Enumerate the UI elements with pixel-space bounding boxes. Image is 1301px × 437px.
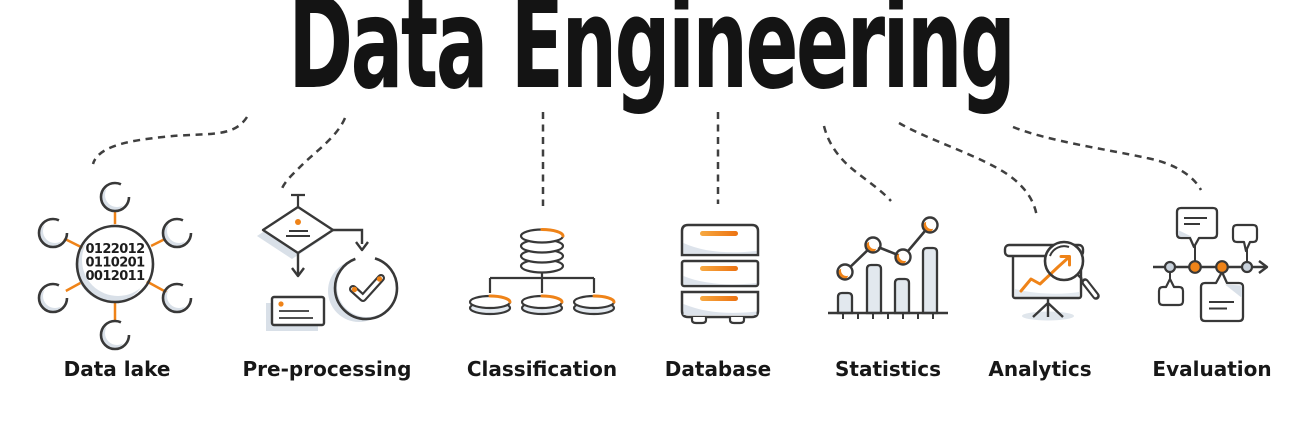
- presentation-magnifier-icon: [1003, 240, 1100, 321]
- connector-lines: [91, 112, 1203, 219]
- flowchart-check-icon: [257, 193, 399, 331]
- orange-dot: [278, 301, 284, 307]
- leaf-disks: [468, 294, 616, 316]
- trend-arrow: [1019, 256, 1070, 293]
- binary-text-line2: 0110201: [85, 256, 145, 271]
- timeline-comments-icon: [1153, 206, 1269, 323]
- label-statistics: Statistics: [835, 357, 941, 381]
- satellite-nodes: [37, 181, 193, 351]
- label-pre-processing: Pre-processing: [242, 357, 412, 381]
- label-database: Database: [664, 357, 772, 381]
- check-icon: [328, 255, 399, 322]
- binary-text-line1: 0122012: [85, 242, 144, 257]
- server-stack-icon: [680, 223, 760, 325]
- magnifier-icon: [1043, 240, 1085, 282]
- page-title: Data Engineering: [287, 0, 1016, 117]
- database-tree-icon: [468, 228, 616, 316]
- comment-bubbles: [1157, 206, 1259, 323]
- label-classification: Classification: [466, 357, 618, 381]
- binary-text-line3: 0012011: [85, 269, 145, 284]
- data-points: [836, 216, 939, 281]
- label-analytics: Analytics: [988, 357, 1092, 381]
- label-data-lake: Data lake: [63, 357, 171, 381]
- label-evaluation: Evaluation: [1152, 357, 1272, 381]
- data-lake-network-icon: 0122012 0110201 0012011: [37, 181, 193, 351]
- bar-line-chart-icon: [828, 216, 948, 319]
